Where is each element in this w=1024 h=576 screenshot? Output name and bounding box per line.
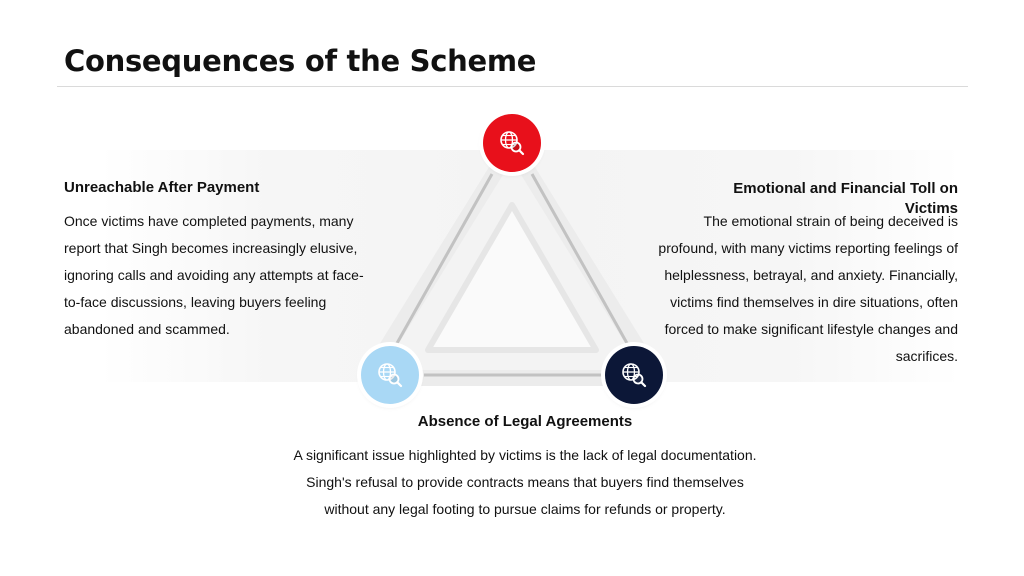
globe-search-icon <box>500 131 525 156</box>
globe-search-icon <box>622 363 647 388</box>
connector-top-left <box>394 173 494 346</box>
connector-top-right <box>530 173 630 346</box>
node-top-circle <box>483 114 541 172</box>
left-block-text: Once victims have completed payments, ma… <box>64 213 364 337</box>
globe-search-icon <box>378 363 403 388</box>
node-right-circle <box>605 346 663 404</box>
title-divider <box>57 86 968 87</box>
triangle-inner <box>425 202 599 353</box>
node-left-circle <box>361 346 419 404</box>
left-block-title: Unreachable After Payment <box>64 179 260 196</box>
bottom-block-title: Absence of Legal Agreements <box>417 413 633 430</box>
slide-title: Consequences of the Scheme <box>64 44 537 78</box>
bottom-block-text: A significant issue highlighted by victi… <box>293 447 757 517</box>
right-block-text: The emotional strain of being deceived i… <box>658 213 958 364</box>
right-block-title: Emotional and Financial Toll on Victims <box>733 180 958 217</box>
